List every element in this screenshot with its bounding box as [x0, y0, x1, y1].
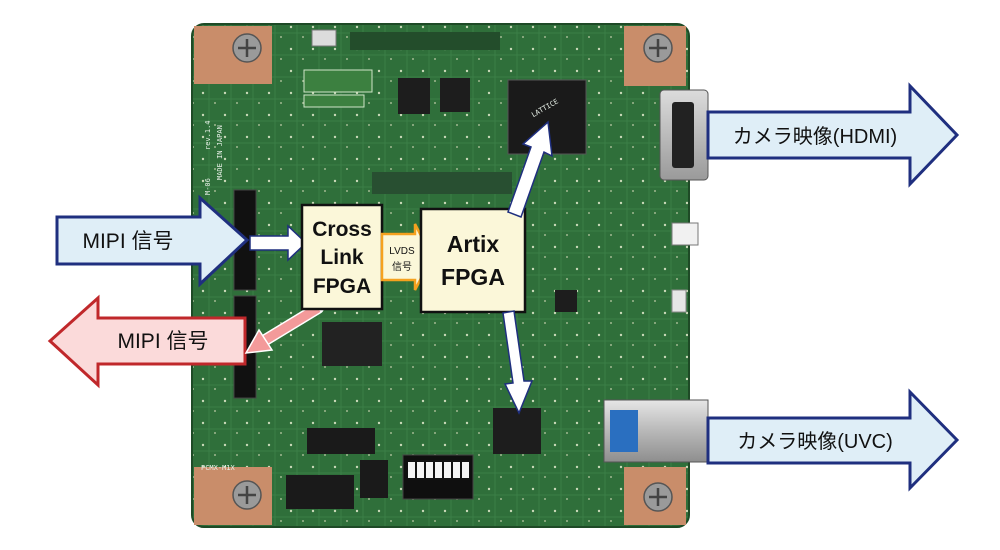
silkscreen-model: M-06	[204, 178, 212, 195]
uvc-output-arrow: カメラ映像(UVC)	[706, 388, 960, 492]
lvds-label-line1: LVDS	[389, 246, 415, 257]
artix-to-usb-arrow	[502, 310, 534, 415]
chip-small-1	[398, 78, 430, 114]
chip-right-mid	[555, 290, 577, 312]
artix-fpga-box: Artix FPGA	[419, 207, 527, 314]
lvds-label-line2: 信号	[392, 261, 412, 273]
crosslink-label-line3: FPGA	[313, 275, 371, 298]
screw-bl	[232, 480, 262, 510]
jumper-connector	[671, 222, 699, 246]
mipi-to-crosslink-arrow	[249, 224, 308, 262]
hdmi-connector	[659, 89, 709, 181]
mount-pad-tl	[194, 26, 272, 84]
crosslink-label-line2: Link	[320, 246, 363, 269]
dip-switch	[402, 454, 474, 500]
screw-tl	[232, 33, 262, 63]
pin-header-bottom	[286, 428, 388, 509]
chip-small-2	[440, 78, 470, 112]
silkscreen-made-in: MADE IN JAPAN	[216, 125, 224, 180]
artix-label-line2: FPGA	[441, 264, 505, 290]
mipi-input-label: MIPI 信号	[82, 230, 173, 253]
silkscreen-revision: rev.1.4	[204, 120, 212, 150]
chip-lower	[493, 408, 541, 454]
silkscreen-pcb-name: PCMX-M1X	[201, 464, 236, 472]
mipi-output-arrow: MIPI 信号	[47, 294, 247, 389]
chip-center	[372, 172, 512, 194]
usb-connector	[603, 399, 709, 463]
crosslink-label-line1: Cross	[312, 218, 372, 241]
screw-tr	[643, 33, 673, 63]
artix-to-hdmi-arrow	[507, 120, 553, 218]
hdmi-output-label: カメラ映像(HDMI)	[733, 125, 897, 148]
hdmi-output-arrow: カメラ映像(HDMI)	[706, 82, 960, 188]
artix-label-line1: Artix	[447, 231, 500, 257]
chip-memory	[322, 322, 382, 366]
crosslink-fpga-box: Cross Link FPGA	[300, 203, 384, 311]
mipi-output-label: MIPI 信号	[117, 330, 208, 353]
side-button	[671, 289, 687, 313]
crosslink-to-mipi-arrow	[244, 302, 324, 354]
screw-br	[643, 482, 673, 512]
pin-header-top	[303, 29, 500, 108]
uvc-output-label: カメラ映像(UVC)	[737, 430, 893, 453]
mipi-input-arrow: MIPI 信号	[55, 194, 250, 288]
